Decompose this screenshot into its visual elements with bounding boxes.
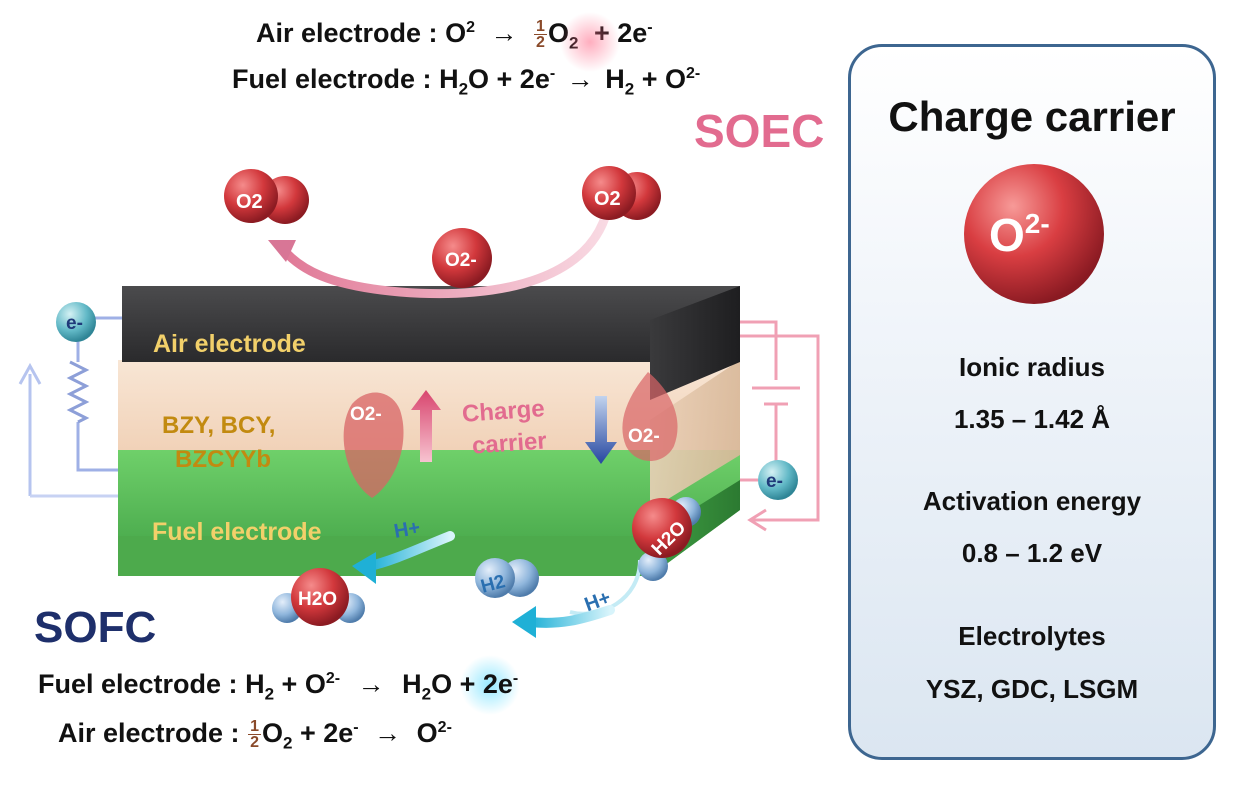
up-arrow	[411, 390, 441, 462]
water-molecule-left	[272, 568, 365, 626]
proton-arrow-head	[352, 552, 376, 584]
water-label-left: H2O	[298, 589, 337, 610]
o2-arc-head	[268, 240, 296, 262]
electrolyte-label-line2: BZCYYb	[175, 446, 271, 473]
electrolyte-label-line1: BZY, BCY,	[162, 412, 276, 439]
sofc-glow	[460, 655, 520, 715]
water-molecule-right	[632, 497, 701, 581]
o2-label-right: O2	[594, 188, 621, 210]
fuel-electrode-label: Fuel electrode	[152, 518, 322, 546]
o2-molecule-left	[224, 169, 309, 224]
ionic-radius-label: Ionic radius	[959, 352, 1105, 382]
electrolytes-label: Electrolytes	[958, 621, 1106, 651]
right-circuit	[740, 320, 820, 532]
air-electrode-label: Air electrode	[153, 330, 306, 358]
oxide-ion-right-label: O2-	[628, 426, 660, 447]
o2-label-left: O2	[236, 191, 263, 213]
ionic-radius-value: 1.35 – 1.42 Å	[953, 404, 1111, 434]
proton-arrow	[365, 531, 455, 571]
o2-molecule-right	[582, 166, 661, 220]
sofc-arrow-main-head	[512, 606, 536, 638]
sofc-arrow-main	[525, 605, 615, 628]
charge-carrier-panel: Charge carrier O2- Ionic radius 1.35 – 1…	[848, 44, 1216, 760]
svg-text:O2-: O2-	[989, 208, 1050, 261]
activation-energy-value: 0.8 – 1.2 eV	[961, 538, 1103, 568]
electron-right	[758, 460, 798, 500]
soec-label: SOEC	[694, 105, 825, 157]
left-circuit	[18, 316, 124, 498]
oxide-ion-left-label: O2-	[350, 404, 382, 425]
oxide-ion-teardrop-right	[622, 372, 678, 461]
oxide-ion-teardrop-left	[343, 392, 404, 498]
hydrogen-molecule	[475, 558, 539, 598]
sofc-fuel-equation: Fuel electrode : H2 + O2- → H2O + 2e-	[38, 669, 519, 704]
panel-title: Charge carrier	[888, 93, 1176, 140]
charge-carrier-diagram-label-2: carrier	[471, 427, 548, 460]
cell-diagram: O2 O2 O2- O2- O2- H2O H2O e- e- H+ H+ H2	[18, 12, 820, 715]
electrolytes-value: YSZ, GDC, LSGM	[925, 674, 1139, 704]
oxide-ion-top-label: O2-	[445, 250, 477, 271]
oxide-ion-top	[432, 228, 492, 288]
electron-left	[56, 302, 96, 342]
proton-label-top: H+	[392, 517, 422, 543]
down-arrow	[585, 396, 617, 464]
oxide-ion-sphere: O2-	[964, 164, 1104, 304]
charge-carrier-diagram-label-1: Charge	[461, 395, 546, 428]
o2-arc	[277, 191, 615, 299]
soec-glow	[560, 12, 620, 72]
sofc-arrow-lower	[569, 559, 642, 616]
sofc-label: SOFC	[34, 603, 157, 652]
electron-left-label: e-	[66, 313, 83, 334]
electron-right-label: e-	[766, 471, 783, 492]
activation-energy-label: Activation energy	[922, 486, 1142, 516]
soec-fuel-equation: Fuel electrode : H2O + 2e- → H2 + O2-	[232, 64, 701, 99]
